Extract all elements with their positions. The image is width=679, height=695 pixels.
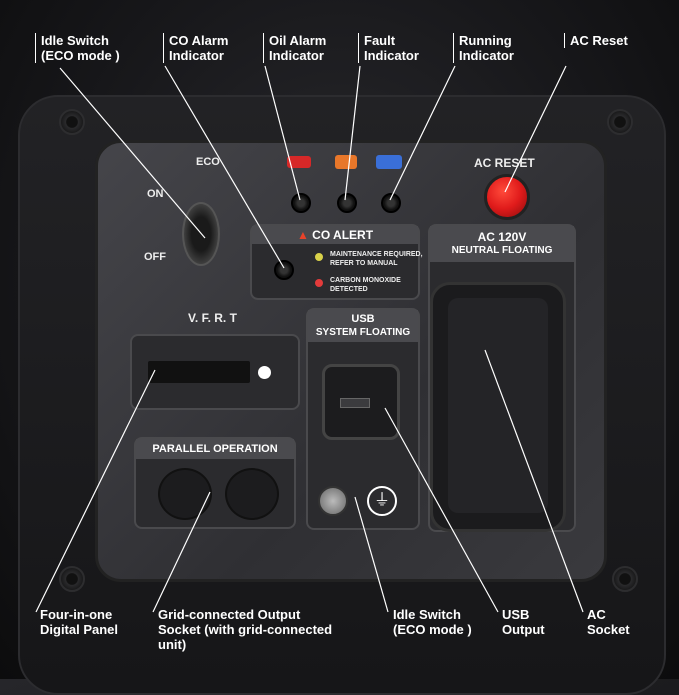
ground-icon: ⏚ (367, 486, 397, 516)
callout-idle-switch-bottom: Idle Switch(ECO mode ) (393, 607, 472, 637)
yellow-led-icon (315, 253, 323, 261)
ac-title: AC 120V (477, 230, 527, 244)
parallel-socket-right[interactable] (225, 468, 279, 520)
oil-alarm-icon (287, 156, 311, 168)
ground-terminal[interactable] (318, 486, 348, 516)
running-icon (376, 155, 402, 169)
running-indicator (381, 193, 401, 213)
on-label: ON (147, 188, 164, 200)
callout-idle-switch-top: Idle Switch(ECO mode ) (35, 33, 120, 63)
ac-subtitle: NEUTRAL FLOATING (451, 245, 553, 256)
co-alert-title: CO ALERT (312, 228, 374, 242)
co-alert-box: ▲ CO ALERT (250, 224, 420, 300)
screw-icon (612, 566, 638, 592)
screw-icon (59, 566, 85, 592)
usb-subtitle: SYSTEM FLOATING (315, 327, 411, 338)
eco-label: ECO (196, 156, 220, 168)
fault-indicator (337, 193, 357, 213)
status-dot-icon (258, 366, 271, 379)
co-alarm-indicator (274, 260, 294, 280)
screw-icon (59, 109, 85, 135)
usb-port[interactable] (340, 398, 370, 408)
vfrt-label: V. F. R. T (188, 311, 237, 325)
fault-icon (335, 155, 357, 169)
digital-display (148, 361, 250, 383)
red-led-icon (315, 279, 323, 287)
ac-socket[interactable] (448, 298, 548, 513)
ac-reset-button[interactable] (484, 174, 530, 220)
callout-ac-reset: AC Reset (564, 33, 628, 48)
usb-title: USB (351, 313, 375, 325)
callout-lines (0, 0, 679, 679)
parallel-title: PARALLEL OPERATION (136, 439, 294, 459)
oil-alarm-indicator (291, 193, 311, 213)
off-label: OFF (144, 251, 166, 263)
ac-reset-label: AC RESET (474, 156, 535, 170)
screw-icon (607, 109, 633, 135)
parallel-socket-left[interactable] (158, 468, 212, 520)
warning-icon: ▲ (296, 228, 309, 242)
maintenance-text: MAINTENANCE REQUIRED,REFER TO MANUAL (330, 251, 423, 267)
